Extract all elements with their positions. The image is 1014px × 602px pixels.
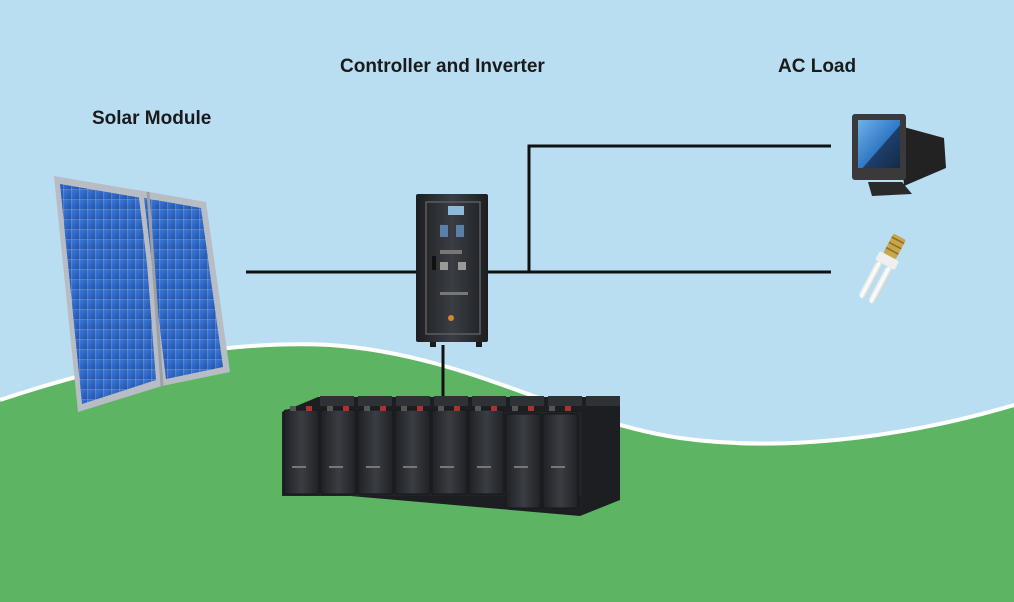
ac-load-label: AC Load — [778, 56, 857, 77]
battery-top — [510, 396, 544, 406]
battery-terminal — [549, 406, 555, 411]
wire-to-monitor — [527, 144, 831, 272]
battery-label-strip — [366, 466, 380, 468]
battery-top — [548, 396, 582, 406]
battery-terminal — [343, 406, 349, 411]
battery-terminal — [528, 406, 534, 411]
battery-label-strip — [403, 466, 417, 468]
battery-top — [320, 396, 354, 406]
solar-panel-icon — [54, 176, 230, 412]
battery-terminal — [290, 406, 296, 411]
battery-label-strip — [551, 466, 565, 468]
battery-label-strip — [329, 466, 343, 468]
battery-top — [358, 396, 392, 406]
battery-terminal — [438, 406, 444, 411]
battery-top — [434, 396, 468, 406]
battery-terminal — [417, 406, 423, 411]
battery-top — [472, 396, 506, 406]
battery-cell — [468, 409, 505, 495]
battery-terminal — [364, 406, 370, 411]
battery-cell — [283, 409, 320, 495]
battery-terminal — [565, 406, 571, 411]
crt-monitor-icon — [852, 114, 946, 196]
battery-cell — [542, 413, 579, 509]
battery-terminal — [380, 406, 386, 411]
battery-terminal — [401, 406, 407, 411]
cfl-bulb-icon — [859, 234, 906, 304]
battery-cell — [357, 409, 394, 495]
battery-label-strip — [514, 466, 528, 468]
inverter-cabinet-icon — [416, 194, 488, 347]
battery-label-strip — [440, 466, 454, 468]
solar-module-label: Solar Module — [92, 108, 212, 129]
battery-terminal — [475, 406, 481, 411]
battery-cell — [431, 409, 468, 495]
battery-bank-icon — [282, 396, 620, 516]
wiring — [246, 144, 831, 398]
battery-cell — [505, 413, 542, 509]
controller-inverter-label: Controller and Inverter — [340, 56, 545, 77]
battery-top — [396, 396, 430, 406]
battery-cell — [320, 409, 357, 495]
battery-terminal — [512, 406, 518, 411]
battery-terminal — [491, 406, 497, 411]
battery-top — [586, 396, 620, 406]
battery-label-strip — [477, 466, 491, 468]
battery-terminal — [454, 406, 460, 411]
battery-cell — [394, 409, 431, 495]
battery-terminal — [327, 406, 333, 411]
battery-label-strip — [292, 466, 306, 468]
battery-terminal — [306, 406, 312, 411]
